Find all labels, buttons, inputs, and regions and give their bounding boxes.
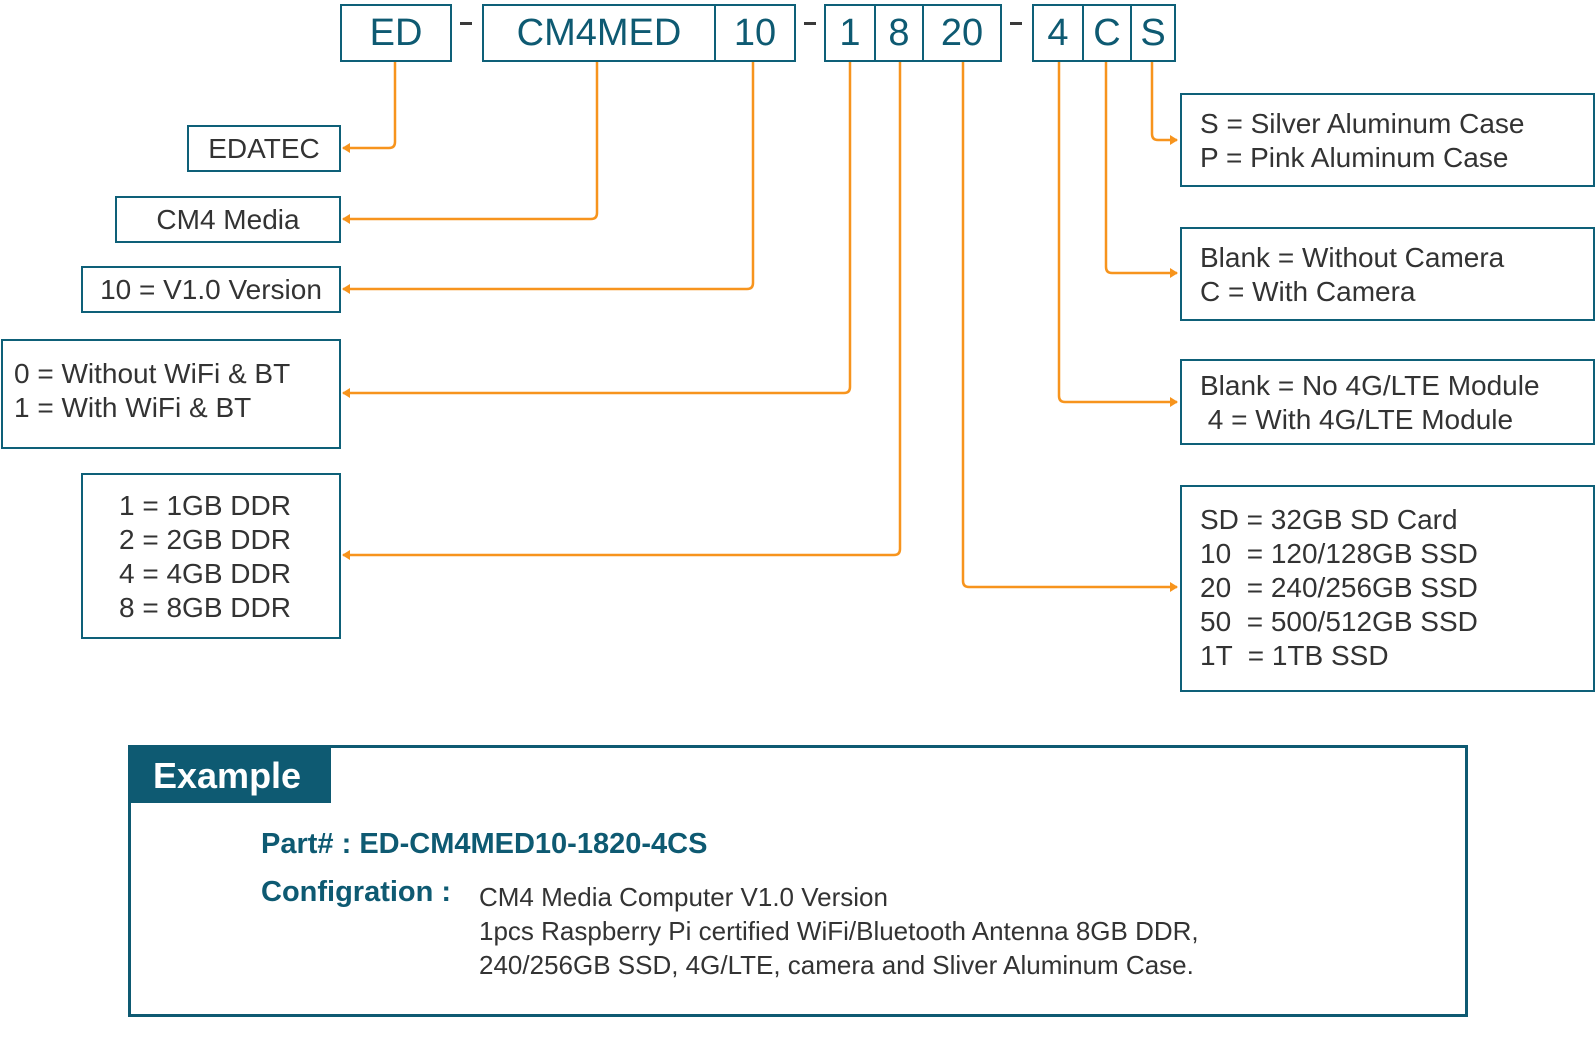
example-config-text: CM4 Media Computer V1.0 Version 1pcs Ras… [479, 880, 1199, 982]
segment-camera-code: C [1082, 4, 1132, 62]
legend-line: P = Pink Aluminum Case [1200, 142, 1509, 173]
legend-version: 10 = V1.0 Version [81, 266, 341, 313]
connector-product [342, 62, 599, 224]
legend-line: 1 = With WiFi & BT [14, 392, 252, 423]
legend-line: 10 = 120/128GB SSD [1200, 538, 1478, 569]
segment-lte-code: 4 [1032, 4, 1084, 62]
connector-camera [1104, 62, 1178, 278]
legend-line: S = Silver Aluminum Case [1200, 108, 1525, 139]
legend-line: 2 = 2GB DDR [119, 524, 291, 555]
legend-line: 20 = 240/256GB SSD [1200, 572, 1478, 603]
example-config-label: Configration : [261, 876, 452, 908]
legend-line: CM4 Media [156, 203, 300, 235]
legend-line: Blank = Without Camera [1200, 242, 1505, 273]
legend-line: 4 = With 4G/LTE Module [1200, 404, 1514, 435]
separator-dash [1010, 22, 1022, 25]
segment-version-code: 10 [714, 4, 796, 62]
segment-case-code: S [1130, 4, 1176, 62]
legend-line: 1T = 1TB SSD [1200, 640, 1389, 671]
legend-camera: Blank = Without Camera C = With Camera [1180, 227, 1595, 321]
legend-line: EDATEC [208, 132, 320, 164]
legend-line: 0 = Without WiFi & BT [14, 358, 291, 389]
legend-lte: Blank = No 4G/LTE Module 4 = With 4G/LTE… [1180, 359, 1595, 445]
legend-line: Blank = No 4G/LTE Module [1200, 370, 1540, 401]
legend-line: 8 = 8GB DDR [119, 592, 291, 623]
separator-dash [804, 22, 816, 25]
config-line: 1pcs Raspberry Pi certified WiFi/Bluetoo… [479, 916, 1199, 946]
connector-version [342, 62, 755, 294]
connector-lte [1057, 62, 1178, 407]
legend-storage: SD = 32GB SD Card 10 = 120/128GB SSD 20 … [1180, 485, 1595, 692]
config-line: CM4 Media Computer V1.0 Version [479, 882, 888, 912]
legend-memory: 1 = 1GB DDR 2 = 2GB DDR 4 = 4GB DDR 8 = … [81, 473, 341, 639]
separator-dash [460, 22, 472, 25]
segment-wireless-code: 1 [824, 4, 876, 62]
legend-line: 10 = V1.0 Version [100, 273, 322, 305]
legend-wireless: 0 = Without WiFi & BT 1 = With WiFi & BT [1, 339, 341, 449]
legend-case: S = Silver Aluminum Case P = Pink Alumin… [1180, 93, 1595, 187]
legend-line: C = With Camera [1200, 276, 1416, 307]
segment-storage-code: 20 [922, 4, 1002, 62]
legend-line: 50 = 500/512GB SSD [1200, 606, 1478, 637]
legend-line: 1 = 1GB DDR [119, 490, 291, 521]
example-panel: Example Part# : ED-CM4MED10-1820-4CS Con… [128, 745, 1468, 1017]
connector-case [1150, 62, 1178, 145]
config-line: 240/256GB SSD, 4G/LTE, camera and Sliver… [479, 950, 1194, 980]
example-part-number: Part# : ED-CM4MED10-1820-4CS [261, 828, 708, 860]
legend-line: 4 = 4GB DDR [119, 558, 291, 589]
example-title: Example [131, 748, 331, 803]
segment-product-code: CM4MED [482, 4, 716, 62]
connector-brand [342, 62, 397, 153]
segment-brand-code: ED [340, 4, 452, 62]
connector-memory [342, 62, 902, 560]
segment-memory-code: 8 [874, 4, 924, 62]
connector-wireless [342, 62, 852, 398]
legend-line: SD = 32GB SD Card [1200, 504, 1458, 535]
legend-product: CM4 Media [115, 196, 341, 243]
connector-storage [961, 62, 1178, 592]
legend-brand: EDATEC [187, 125, 341, 172]
